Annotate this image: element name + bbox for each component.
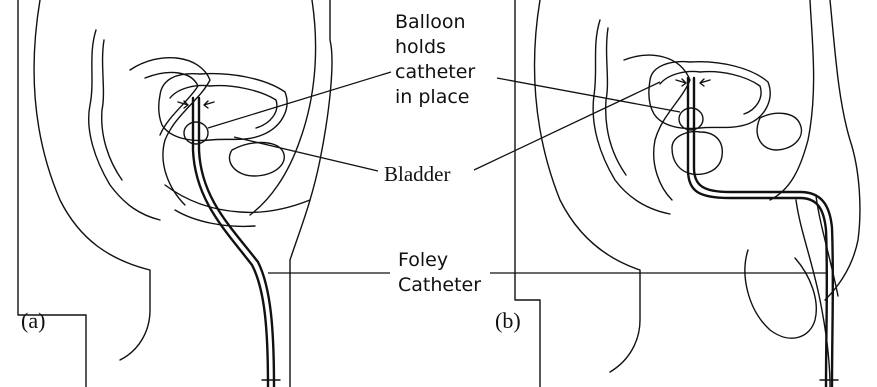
panel-a-front-wall [290,0,332,387]
panel-b-pubic-bone [757,113,801,150]
panel-b-front-inner [770,0,814,200]
panel-b-catheter-inner [694,78,833,387]
annotations: Balloon holds catheter in place Bladder … [208,11,826,296]
label-bladder: Bladder [384,162,450,186]
panel-a-arrow-right [204,101,214,108]
label-balloon-line2: holds [395,36,446,58]
panel-a: (a) [18,0,332,387]
panel-b-bladder-wall [660,72,761,115]
panel-b-arrow-left [676,79,686,86]
label-balloon-line3: catheter [395,61,475,83]
panel-b-sacrum [593,20,670,214]
label-balloon-line4: in place [395,86,469,108]
panel-a-tag: (a) [21,308,45,333]
panel-b-balloon [679,108,703,130]
panel-b-scrotum [745,250,816,338]
panel-a-bladder [159,74,287,141]
panel-b-prostate [672,132,722,175]
panel-a-rectum-inner [145,72,198,135]
leader-balloon-a [208,72,391,128]
panel-b: (b) [495,0,860,387]
panel-b-back-curve [535,0,640,372]
panel-a-sacrum [89,30,160,220]
leader-balloon-b [497,78,680,112]
label-foley-line1: Foley [398,249,448,271]
panel-a-catheter-inner [199,98,274,387]
leader-bladder-a [234,137,378,171]
panel-b-front-wall [825,0,860,300]
panel-b-tag: (b) [495,308,521,333]
panel-a-front-inner [250,0,316,215]
label-foley-line2: Catheter [398,274,481,296]
panel-b-arrow-right [700,79,710,86]
panel-a-sacrum-inner [102,40,122,180]
label-balloon-line1: Balloon [395,11,466,33]
panel-a-pelvic-floor [165,185,310,212]
leader-bladder-b [474,82,660,170]
